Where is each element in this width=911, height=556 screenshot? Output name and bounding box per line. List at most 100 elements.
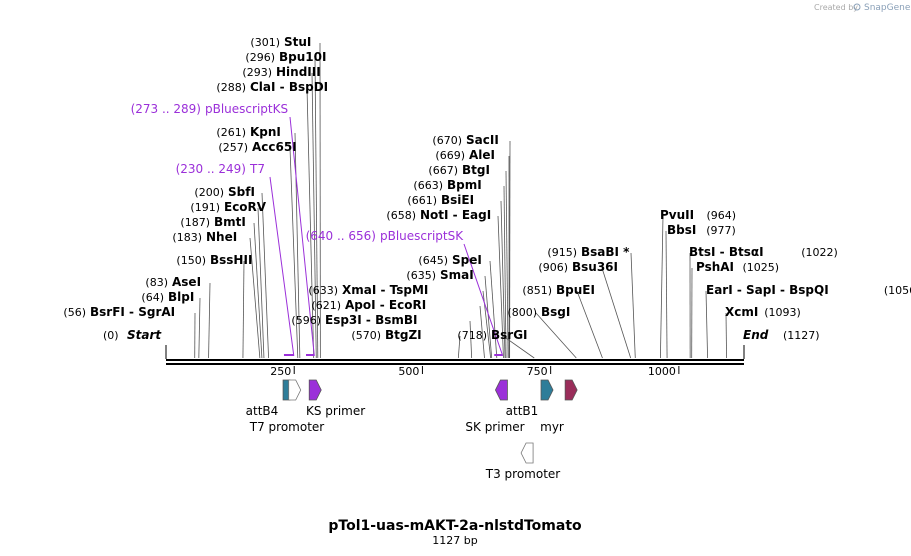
enzyme-position: (183) bbox=[172, 231, 202, 244]
enzyme-line bbox=[660, 215, 664, 359]
enzyme-position: (1093) bbox=[764, 306, 801, 319]
primer-leader bbox=[269, 176, 295, 356]
enzyme-position: (596) bbox=[291, 314, 321, 327]
enzyme-line bbox=[208, 282, 211, 359]
enzyme-line bbox=[601, 267, 632, 359]
enzyme-line bbox=[242, 260, 245, 359]
start-position: (0) bbox=[103, 329, 119, 342]
enzyme-position: (633) bbox=[308, 284, 338, 297]
enzyme-name: EarI - SapI - BspQI bbox=[706, 283, 829, 297]
enzyme-position: (645) bbox=[418, 254, 448, 267]
enzyme-position: (200) bbox=[194, 186, 224, 199]
primer-range: (230 .. 249) bbox=[176, 162, 246, 176]
enzyme-line bbox=[630, 252, 636, 359]
enzyme-name: StuI bbox=[284, 35, 311, 49]
end-label: End bbox=[743, 328, 769, 342]
enzyme-position: (191) bbox=[190, 201, 220, 214]
enzyme-position: (915) bbox=[547, 246, 577, 259]
enzyme-name: BpmI bbox=[447, 178, 482, 192]
enzyme-position: (1025) bbox=[743, 261, 780, 274]
map-length: 1127 bp bbox=[432, 534, 477, 547]
primer-range: (640 .. 656) bbox=[306, 229, 376, 243]
enzyme-line bbox=[576, 290, 603, 359]
enzyme-lines bbox=[194, 42, 727, 359]
feature-arrow bbox=[288, 379, 302, 401]
enzyme-line bbox=[725, 312, 727, 359]
enzyme-name: BmtI bbox=[214, 215, 246, 229]
enzyme-position: (261) bbox=[216, 126, 246, 139]
enzyme-name: SacII bbox=[466, 133, 499, 147]
primer-annotations: (273 .. 289) pBluescriptKS (230 .. 249)T7 (… bbox=[131, 102, 503, 356]
enzyme-position: (293) bbox=[242, 66, 272, 79]
enzyme-name: BsiEI bbox=[441, 193, 474, 207]
enzyme-position: (670) bbox=[432, 134, 462, 147]
enzyme-line bbox=[289, 147, 299, 359]
start-label: Start bbox=[127, 328, 162, 342]
ruler-tick-label: 750 bbox=[527, 365, 548, 378]
enzyme-name: BsrGI bbox=[491, 328, 528, 342]
enzyme-position: (964) bbox=[707, 209, 737, 222]
enzyme-line bbox=[489, 260, 498, 359]
enzyme-name: SmaI bbox=[440, 268, 474, 282]
primer-name: T7 bbox=[249, 162, 265, 176]
backbone-top-strand bbox=[166, 359, 744, 361]
enzyme-name: PvuII bbox=[660, 208, 694, 222]
enzyme-labels: (301)StuI(296)Bpu10I(293)HindIII(288)Cla… bbox=[63, 35, 911, 342]
enzyme-name: BssHII bbox=[210, 253, 252, 267]
feature-arrow bbox=[564, 379, 578, 401]
ruler-tick-label: 500 bbox=[398, 365, 419, 378]
credit-created-by: Created by bbox=[814, 3, 858, 12]
enzyme-name: BtsI - BtsαI bbox=[689, 245, 764, 259]
feature-label: KS primer bbox=[306, 404, 365, 418]
enzyme-name: BsrFI - SgrAI bbox=[90, 305, 175, 319]
enzyme-position: (187) bbox=[180, 216, 210, 229]
enzyme-position: (663) bbox=[413, 179, 443, 192]
enzyme-line bbox=[261, 192, 269, 359]
enzyme-position: (150) bbox=[176, 254, 206, 267]
enzyme-position: (621) bbox=[311, 299, 341, 312]
enzyme-name: Acc65I bbox=[252, 140, 297, 154]
enzyme-line bbox=[505, 170, 509, 359]
enzyme-line bbox=[535, 312, 577, 359]
enzyme-line bbox=[484, 275, 493, 359]
feature-arrow bbox=[494, 379, 508, 401]
enzyme-line bbox=[469, 320, 473, 359]
primer-name: pBluescriptKS bbox=[205, 102, 288, 116]
ruler-tick-label: 1000 bbox=[648, 365, 676, 378]
enzyme-line bbox=[502, 335, 535, 359]
enzyme-name: BtgI bbox=[462, 163, 490, 177]
enzyme-name: BsaBI * bbox=[581, 245, 630, 259]
enzyme-position: (1022) bbox=[801, 246, 838, 259]
enzyme-name: ApoI - EcoRI bbox=[345, 298, 426, 312]
snapgene-logo-icon bbox=[853, 3, 861, 11]
enzyme-position: (669) bbox=[435, 149, 465, 162]
enzyme-line bbox=[457, 335, 461, 359]
enzyme-name: Esp3I - BsmBI bbox=[325, 313, 417, 327]
enzyme-position: (570) bbox=[351, 329, 381, 342]
enzyme-line bbox=[500, 200, 506, 359]
enzyme-position: (1056) bbox=[884, 284, 911, 297]
enzyme-position: (906) bbox=[538, 261, 568, 274]
enzyme-name: NheI bbox=[206, 230, 237, 244]
enzyme-name: BpuEI bbox=[556, 283, 595, 297]
enzyme-name: XmaI - TspMI bbox=[342, 283, 428, 297]
enzyme-line bbox=[198, 297, 201, 359]
enzyme-name: XcmI bbox=[725, 305, 758, 319]
enzyme-position: (83) bbox=[145, 276, 168, 289]
backbone-bottom-strand bbox=[166, 363, 744, 365]
primer-range: (273 .. 289) bbox=[131, 102, 201, 116]
enzyme-position: (56) bbox=[63, 306, 86, 319]
enzyme-position: (851) bbox=[522, 284, 552, 297]
enzyme-name: Bsu36I bbox=[572, 260, 618, 274]
enzyme-position: (718) bbox=[457, 329, 487, 342]
enzyme-position: (301) bbox=[250, 36, 280, 49]
enzyme-line bbox=[479, 305, 485, 359]
feature-arrow bbox=[540, 379, 554, 401]
enzyme-line bbox=[314, 57, 319, 359]
enzyme-position: (288) bbox=[216, 81, 246, 94]
enzyme-name: NotI - EagI bbox=[420, 208, 491, 222]
map-title: pTol1-uas-mAKT-2a-nlstdTomato bbox=[328, 518, 582, 534]
enzyme-line bbox=[253, 222, 263, 359]
enzyme-name: HindIII bbox=[276, 65, 321, 79]
